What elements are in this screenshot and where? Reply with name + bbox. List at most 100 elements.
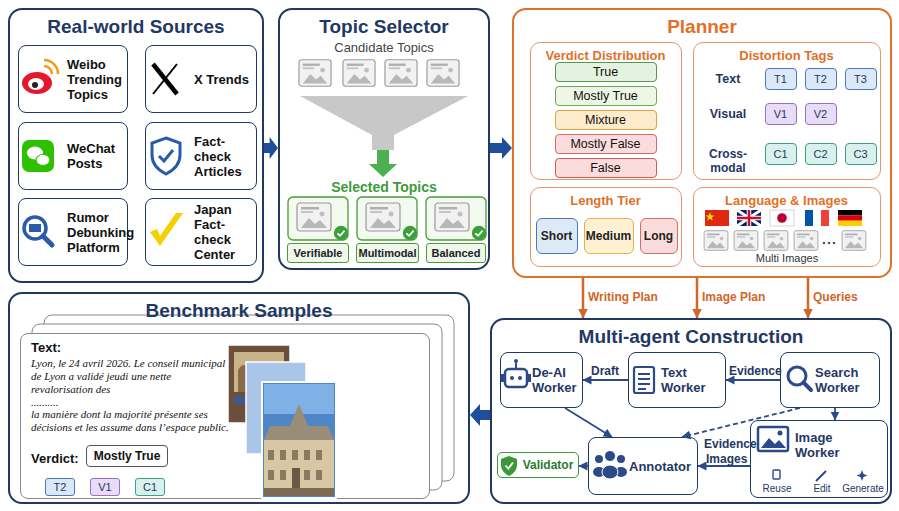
tag-box: T2 — [45, 478, 75, 496]
node-text: False — [590, 161, 621, 175]
agent-box: Annotator — [588, 437, 698, 495]
node-text: Mostly True — [94, 449, 161, 463]
verdict-box: Mostly True — [86, 445, 168, 467]
node-text: .......... — [31, 396, 229, 409]
selected-cards — [288, 197, 486, 240]
node-text: V2 — [814, 108, 827, 120]
node-text: Verdict Distribution — [531, 48, 680, 63]
length-box: Medium — [584, 218, 634, 254]
node-text: Distortion Tags — [694, 48, 879, 63]
flow-arrow — [264, 137, 278, 159]
verdict-box: True — [555, 62, 657, 82]
node-text: Validator — [523, 458, 574, 472]
tag-box: C3 — [845, 143, 877, 165]
node-text: Length Tier — [531, 193, 680, 208]
tag-box: V1 — [765, 103, 797, 125]
node-text: C3 — [853, 148, 867, 160]
source-box: Fact-check Articles — [145, 122, 257, 190]
node-text: Weibo Trending Topics — [67, 57, 125, 102]
node-text: Medium — [586, 229, 631, 243]
node-text: Mostly True — [573, 89, 638, 103]
tag-box: V1 — [90, 478, 120, 496]
node-text: Rumor Debunking Platform — [67, 210, 134, 255]
agent-box: De-AI Worker — [500, 352, 583, 408]
node-text: WeChat Posts — [67, 141, 125, 171]
tag-box: T1 — [765, 68, 797, 90]
label-text: Candidate Topics — [278, 40, 490, 55]
tag-box: C2 — [805, 143, 837, 165]
connector — [696, 278, 699, 318]
topic-label: Balanced — [426, 243, 486, 263]
node-text: la manière dont la majorité présente ses… — [31, 408, 229, 434]
node-text: C1 — [773, 148, 787, 160]
node-text: Real-world Sources — [10, 16, 262, 38]
tag-box: C1 — [135, 478, 165, 496]
node-text: Annotator — [629, 459, 691, 474]
node-text: De-AI Worker — [532, 365, 579, 395]
node-text: Topic Selector — [280, 16, 488, 38]
node-text: Short — [541, 229, 572, 243]
label-text: Selected Topics — [278, 179, 490, 195]
panel: Multi-agent ConstructionDe-AI Worker Text… — [490, 318, 892, 504]
node-text: Multimodal — [358, 247, 416, 259]
agent-box: Search Worker — [780, 352, 880, 408]
topic-label: Multimodal — [356, 243, 419, 263]
funnel — [300, 96, 468, 150]
connector — [834, 408, 836, 420]
label-text: Reuse — [759, 483, 795, 494]
connector — [579, 465, 588, 467]
panel: PlannerVerdict DistributionTrueMostly Tr… — [512, 8, 892, 278]
verdict-box: Mostly False — [555, 134, 657, 154]
node-text: Benchmark Samples — [10, 300, 468, 322]
node-text: T1 — [774, 73, 787, 85]
node-text: Text Worker — [661, 365, 722, 395]
verdict-box: Mostly True — [555, 86, 657, 106]
node-text: X Trends — [194, 72, 249, 87]
node-text: Lyon, le 24 avril 2026. Le conseil munic… — [31, 357, 229, 396]
node-text: Image Worker — [795, 430, 857, 460]
group-box: Length TierShort Medium Long — [530, 187, 682, 267]
validator-box: Validator — [497, 452, 579, 478]
node-text: Japan Fact-check Center — [194, 202, 254, 262]
node-text: V1 — [774, 108, 787, 120]
source-box: Rumor Debunking Platform — [18, 198, 128, 266]
node-text: Planner — [514, 16, 890, 38]
tag-box: V2 — [805, 103, 837, 125]
tag-box: T3 — [845, 68, 877, 90]
source-box: Weibo Trending Topics — [18, 45, 128, 113]
topic-label: Verifiable — [287, 243, 349, 263]
length-box: Short — [536, 218, 578, 254]
node-text: V1 — [98, 481, 111, 493]
agent-box: Text Worker — [628, 352, 726, 408]
node-text: Long — [644, 229, 673, 243]
edge-label: Queries — [813, 290, 858, 304]
node-text: T2 — [54, 481, 67, 493]
node-text: Text: — [31, 340, 131, 355]
label-text: Multi Images — [693, 252, 881, 264]
tag-box: T2 — [805, 68, 837, 90]
node-text: Fact-check Articles — [194, 134, 254, 179]
edge-label: Writing Plan — [588, 290, 658, 304]
length-box: Long — [640, 218, 678, 254]
group-box: Verdict DistributionTrueMostly TrueMixtu… — [530, 42, 682, 180]
node-text: C1 — [143, 481, 157, 493]
tag-box: C1 — [765, 143, 797, 165]
edge-label: Draft — [591, 364, 619, 378]
label-text: Generate — [840, 483, 886, 494]
node-text: Multi-agent Construction — [492, 326, 890, 348]
label-text: Text — [697, 72, 759, 86]
edge-label: Images — [706, 452, 747, 466]
node-text: Search Worker — [815, 365, 876, 395]
node-text: C2 — [813, 148, 827, 160]
node-text: Language & Images — [694, 193, 879, 208]
verdict-box: False — [555, 158, 657, 178]
source-box: X Trends — [145, 45, 257, 113]
connector — [726, 379, 780, 381]
label-text: Visual — [697, 107, 759, 121]
flow-arrow — [490, 137, 512, 159]
connector — [582, 278, 585, 318]
verdict-box: Mixture — [555, 110, 657, 130]
node-text: Mostly False — [570, 137, 640, 151]
connector — [583, 379, 628, 381]
